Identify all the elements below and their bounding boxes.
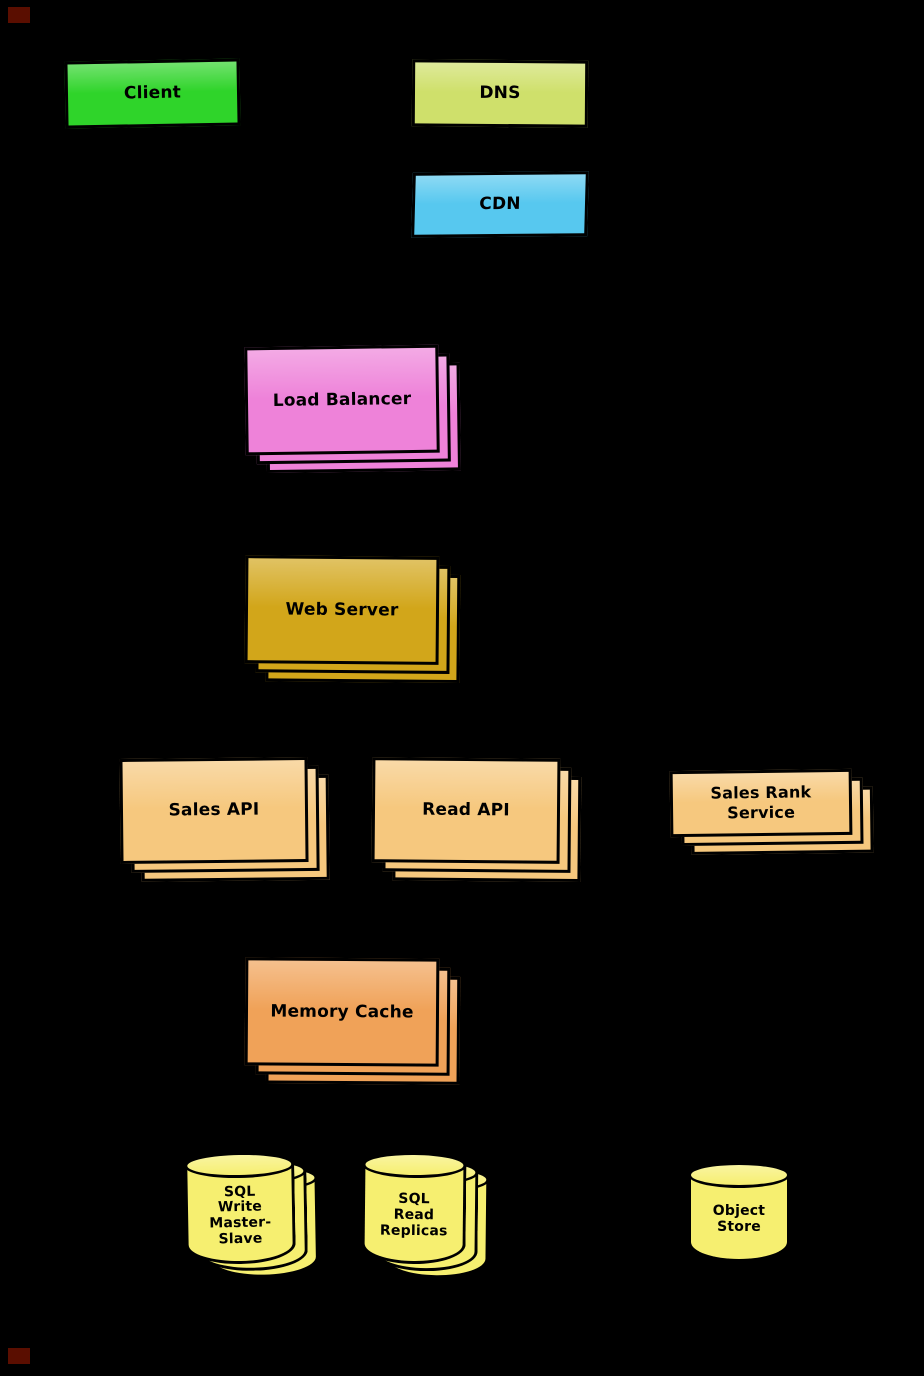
node-label: SQL Write Master- Slave [209, 1183, 272, 1248]
node-box: Read API [371, 757, 561, 864]
node-read-api: Read API [371, 757, 582, 883]
node-label: DNS [479, 82, 521, 104]
database-cylinder: Object Store [688, 1162, 790, 1262]
node-sql-read-replicas: SQL Read Replicas [361, 1151, 466, 1264]
corner-mark [8, 1348, 30, 1364]
database-cylinder: SQL Write Master- Slave [184, 1151, 296, 1265]
node-box: Sales Rank Service [669, 768, 853, 838]
node-label: Load Balancer [272, 388, 412, 411]
node-sql-write-master-slave: SQL Write Master- Slave [184, 1151, 296, 1265]
node-box: Client [64, 58, 241, 129]
node-load-balancer: Load Balancer [244, 344, 461, 474]
node-box: Memory Cache [244, 957, 440, 1067]
node-label: CDN [479, 193, 521, 215]
corner-mark [8, 7, 30, 23]
node-box: Web Server [244, 555, 440, 665]
node-label: Sales Rank Service [710, 782, 812, 823]
node-box: CDN [411, 171, 589, 238]
node-box: Sales API [119, 757, 309, 864]
node-cdn: CDN [411, 171, 589, 238]
node-object-store: Object Store [688, 1162, 790, 1262]
node-memory-cache: Memory Cache [244, 957, 461, 1085]
node-sales-api: Sales API [119, 757, 330, 882]
database-cylinder: SQL Read Replicas [361, 1151, 466, 1264]
node-label: Web Server [285, 599, 399, 621]
node-client: Client [64, 58, 241, 129]
node-web-server: Web Server [244, 555, 461, 684]
node-label: Client [123, 82, 182, 104]
node-label: Memory Cache [270, 1001, 414, 1023]
node-box: Load Balancer [244, 344, 440, 456]
node-label: Read API [422, 799, 510, 821]
node-dns: DNS [411, 59, 589, 128]
node-label: Object Store [712, 1203, 766, 1235]
node-box: DNS [411, 59, 589, 128]
node-label: Sales API [168, 799, 260, 821]
node-label: SQL Read Replicas [379, 1191, 448, 1240]
node-sales-rank-service: Sales Rank Service [669, 768, 874, 855]
